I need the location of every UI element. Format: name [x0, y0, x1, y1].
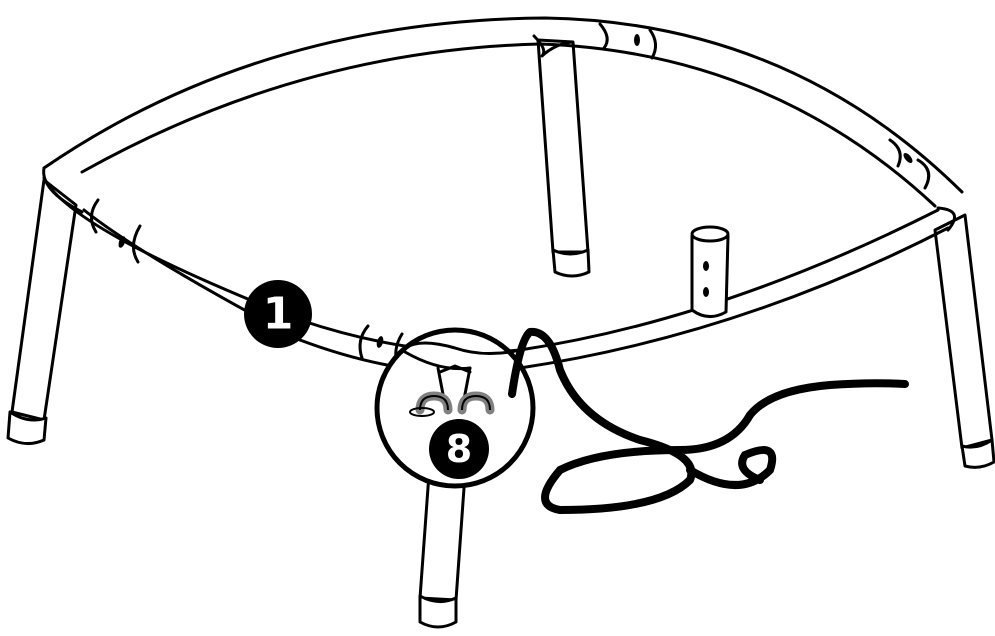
detail-magnifier	[374, 327, 536, 489]
callout-8-label: 8	[446, 427, 472, 471]
leg-back-center	[536, 38, 591, 278]
callout-1-label: 1	[263, 289, 294, 340]
hook-icon	[409, 391, 495, 417]
callout-1: 1	[244, 280, 312, 348]
leg-back-right	[933, 213, 995, 469]
rope	[508, 327, 909, 514]
callout-8: 8	[429, 419, 489, 479]
upright-socket	[690, 225, 730, 318]
leg-back-left	[6, 178, 78, 445]
frame-ring-top	[42, 16, 964, 214]
